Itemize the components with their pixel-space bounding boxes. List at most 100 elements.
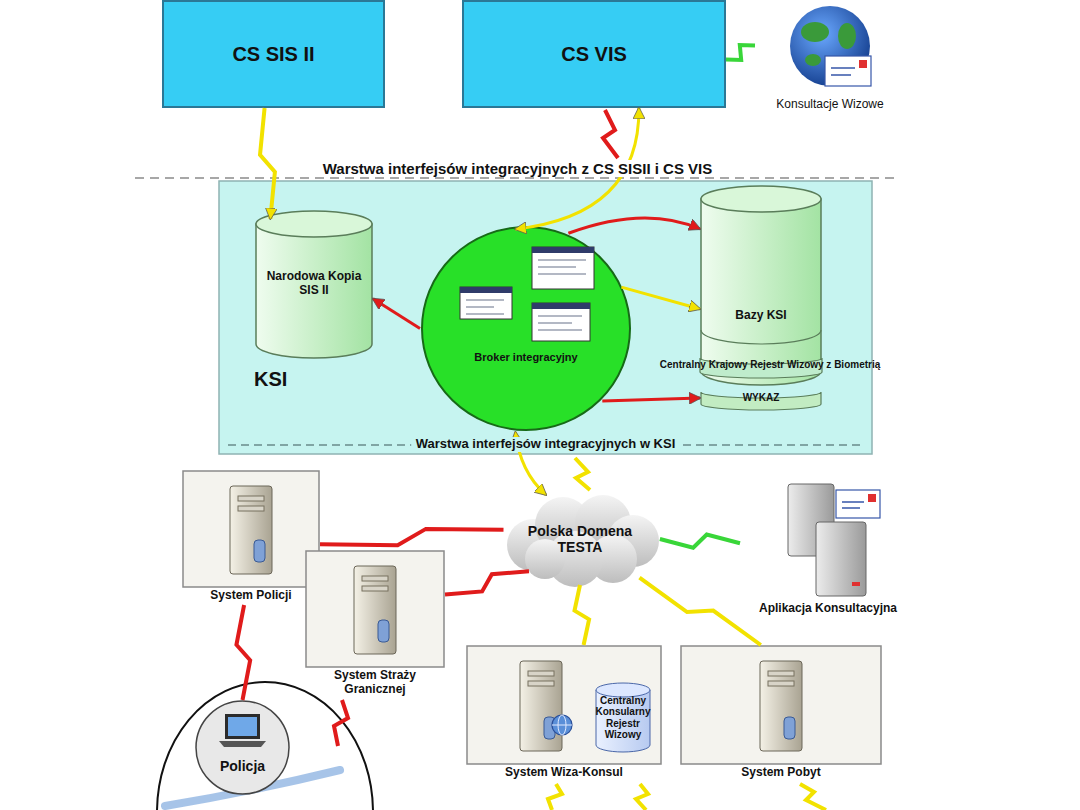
node-label: Centralny Konsularny Rejestr Wizowy [588, 695, 658, 741]
lightning-link [575, 585, 590, 645]
database-disk: WYKAZ [700, 385, 822, 411]
envelope-stamp [859, 60, 867, 68]
cs-box: CS SIS II [162, 0, 385, 108]
police-area-outline [157, 682, 373, 810]
node-label: Bazy KSI [700, 309, 822, 323]
window-line [538, 315, 582, 317]
envelope-stamp [868, 494, 876, 502]
window-line [538, 322, 572, 324]
database-icon: Centralny Konsularny Rejestr Wizowy [588, 680, 658, 755]
window-icon [460, 287, 512, 319]
globe-land [805, 54, 821, 66]
globe-icon: Konsultacje Wizowe [755, 0, 905, 120]
lightning-link [320, 529, 504, 545]
layer-caption-text: Warstwa interfejsów integracyjnych z CS … [318, 160, 718, 177]
window-line [466, 299, 504, 301]
window-titlebar [460, 287, 512, 293]
laptop-display [228, 717, 257, 736]
node-label: KSI [254, 368, 287, 391]
window-line [538, 329, 582, 331]
lightning-link [800, 784, 826, 810]
disk-body [701, 392, 821, 410]
server-box: System Policji [182, 470, 320, 605]
node-label: WYKAZ [700, 392, 822, 404]
server-frame [681, 646, 881, 764]
cylinder-layer [701, 330, 821, 344]
database-cylinder: Narodowa Kopia SIS II [255, 210, 373, 358]
disk-stack [378, 620, 389, 642]
circle-fill [196, 701, 289, 794]
server-frame [467, 646, 661, 764]
server-bay [528, 681, 554, 686]
envelope-line [831, 74, 851, 76]
cs-box-fill [163, 1, 384, 107]
lightning-link [236, 605, 250, 700]
server-bay [768, 671, 794, 676]
broker-ellipse-outline [420, 225, 632, 432]
database-layer: Centralny Krajowy Rejestr Wizowy z Biome… [634, 352, 906, 378]
server-unit [816, 522, 866, 596]
server-tower [520, 661, 562, 751]
window-icon [532, 247, 594, 289]
server-bay [768, 681, 794, 686]
globe-land [838, 23, 856, 49]
broker-ellipse: Broker integracyjny [420, 225, 632, 432]
node-label: System Policji [172, 589, 330, 603]
envelope-icon [836, 490, 880, 518]
globe-land [801, 22, 829, 42]
node-label: Policja [195, 758, 290, 774]
envelope-line [831, 67, 855, 69]
window-line [538, 273, 586, 275]
lightning-link [603, 110, 618, 158]
node-label: CS SIS II [162, 43, 385, 66]
server-group: Aplikacja Konsultacyjna [740, 478, 916, 623]
lightning-link [575, 458, 590, 490]
cylinder-body [701, 199, 821, 385]
server-frame [183, 471, 319, 587]
server-bay [528, 671, 554, 676]
lightning-link [636, 784, 648, 810]
envelope-line [842, 501, 864, 503]
server-bay [362, 586, 388, 591]
laptop-circle: Policja [195, 700, 290, 795]
node-label: CS VIS [462, 43, 726, 66]
database-cylinder-outline [700, 185, 822, 385]
lightning-link [660, 534, 740, 547]
node-label: System Straży Granicznej [305, 669, 445, 697]
envelope-line [842, 507, 860, 509]
server-frame [306, 551, 444, 667]
lightning-link [640, 578, 761, 645]
server-box: System Wiza-KonsulCentralny Konsularny R… [466, 645, 662, 783]
window-line [466, 306, 494, 308]
node-label: Polska Domena TESTA [520, 523, 640, 555]
node-label: System Pobyt [680, 766, 882, 780]
server-bay [362, 576, 388, 581]
globe-body [790, 6, 870, 86]
node-label: Centralny Krajowy Rejestr Wizowy z Biome… [634, 359, 906, 371]
disk-stack [254, 540, 265, 562]
window-line [466, 313, 504, 315]
layer-caption: Warstwa interfejsów integracyjnych z CS … [135, 160, 900, 178]
globe-equator [552, 725, 572, 726]
node-label: Aplikacja Konsultacyjna [740, 602, 916, 616]
lightning-link [726, 45, 755, 60]
server-box-outline [680, 645, 882, 783]
globe-icon [552, 715, 572, 735]
server-tower [760, 661, 802, 751]
server-box: System Pobyt [680, 645, 882, 783]
disk-stack [784, 717, 795, 739]
panel-fill [219, 181, 872, 454]
window-line [538, 259, 586, 261]
node-label: Narodowa Kopia SIS II [259, 270, 369, 298]
cylinder-top [256, 211, 372, 237]
server-box-outline [182, 470, 320, 605]
dashed-layer-line [135, 177, 900, 179]
node-label: Broker integracyjny [420, 351, 632, 364]
cylinder-top [701, 186, 821, 212]
envelope-icon [825, 56, 871, 86]
lightning-link [445, 571, 529, 594]
window-line [538, 266, 576, 268]
window-icon [532, 303, 590, 341]
window-titlebar [532, 247, 594, 253]
